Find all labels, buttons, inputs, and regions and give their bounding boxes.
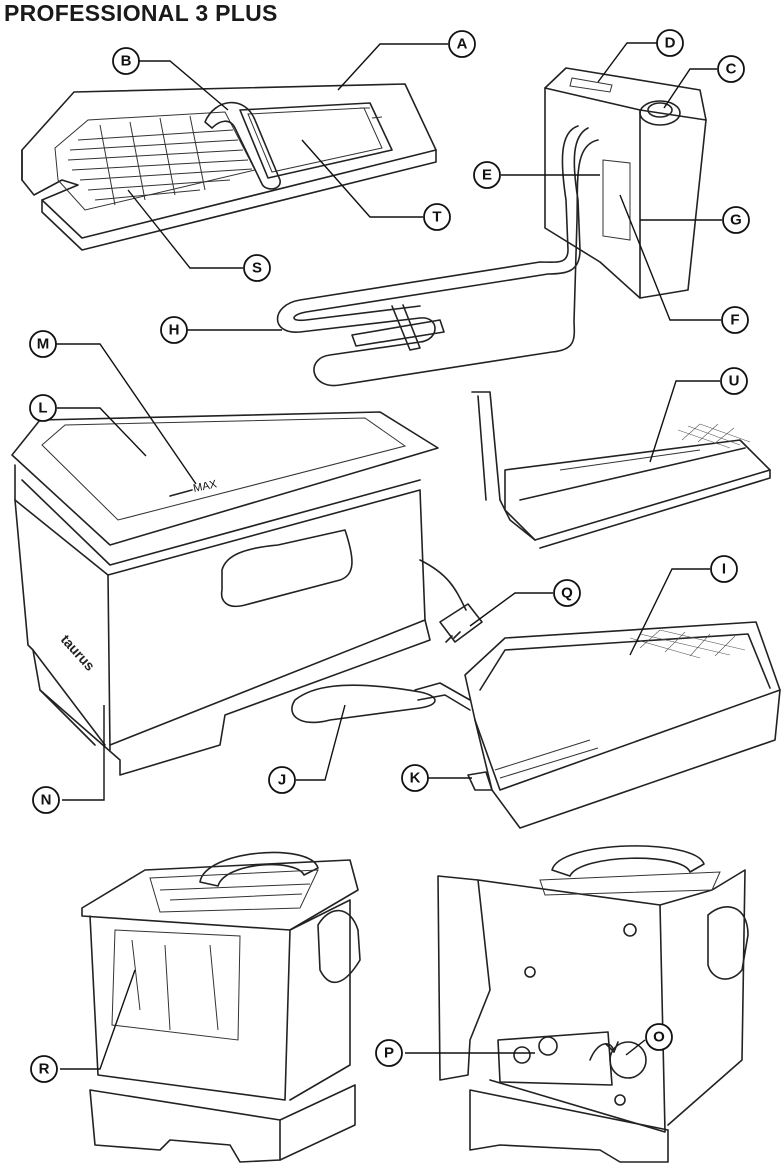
reset-detail [609,1041,647,1079]
svg-text:I: I [722,561,726,578]
large-basket-handle [291,684,436,724]
svg-text:J: J [278,772,286,789]
oil-tank [41,417,407,521]
callout-g: G [722,206,750,234]
callout-q: Q [553,579,581,607]
max-label: MAX [192,478,218,495]
svg-text:Q: Q [561,585,573,602]
svg-text:L: L [38,400,47,417]
brand-logo: taurus [58,631,99,674]
svg-text:B: B [121,53,132,70]
callout-c: C [717,55,745,83]
callout-o: O [645,1023,673,1051]
svg-text:P: P [384,1045,394,1062]
callout-h: H [160,316,188,344]
svg-text:D: D [665,35,676,52]
svg-text:F: F [730,312,739,329]
svg-text:A: A [457,36,468,53]
callout-a: A [448,30,476,58]
handle-clip [467,771,493,791]
svg-text:K: K [410,770,421,787]
side-lid-handle [551,845,705,877]
callout-k: K [401,764,429,792]
max-line [169,489,193,497]
callout-u: U [720,367,748,395]
callout-m: M [29,330,57,358]
body-handle [220,529,353,608]
power-plug [439,603,483,643]
rear-panel [111,929,241,1041]
callout-b: B [112,47,140,75]
callout-f: F [721,306,749,334]
svg-text:E: E [482,167,492,184]
svg-text:C: C [726,61,737,78]
page-title: PROFESSIONAL 3 PLUS [4,0,278,26]
pilot-light [569,77,613,93]
callout-i: I [710,555,738,583]
large-basket-mesh [629,629,746,659]
small-basket-mesh [677,423,751,449]
callout-e: E [473,161,501,189]
thermostat-knob [647,102,673,118]
svg-text:S: S [252,260,262,277]
callout-l: L [29,394,57,422]
svg-text:G: G [730,212,742,229]
callout-p: P [375,1039,403,1067]
fryer-body-illustration: MAX taurus [11,411,483,776]
power-cord [419,559,467,611]
callout-r: R [30,1055,58,1083]
callout-n: N [32,786,60,814]
svg-text:T: T [432,209,441,226]
reset-panel [497,1031,613,1086]
callout-s: S [243,254,271,282]
callout-j: J [268,766,296,794]
svg-text:R: R [39,1061,50,1078]
callout-t: T [423,203,451,231]
svg-text:U: U [729,373,740,390]
leader-lines [56,42,722,1070]
svg-text:H: H [169,322,180,339]
svg-text:N: N [41,792,52,809]
svg-text:M: M [37,336,50,353]
rear-view-illustration [81,851,361,1163]
rear-lid-handle [199,851,319,887]
lid-illustration [21,83,437,251]
lid-handle [204,101,281,190]
callout-d: D [656,29,684,57]
control-unit-illustration [276,67,707,387]
svg-text:O: O [653,1029,665,1046]
heating-element [276,125,599,387]
side-view-illustration [437,845,749,1163]
small-basket-illustration [471,391,771,549]
large-basket-illustration [291,621,781,829]
lid-window [239,102,393,179]
small-basket-handle [471,391,501,501]
